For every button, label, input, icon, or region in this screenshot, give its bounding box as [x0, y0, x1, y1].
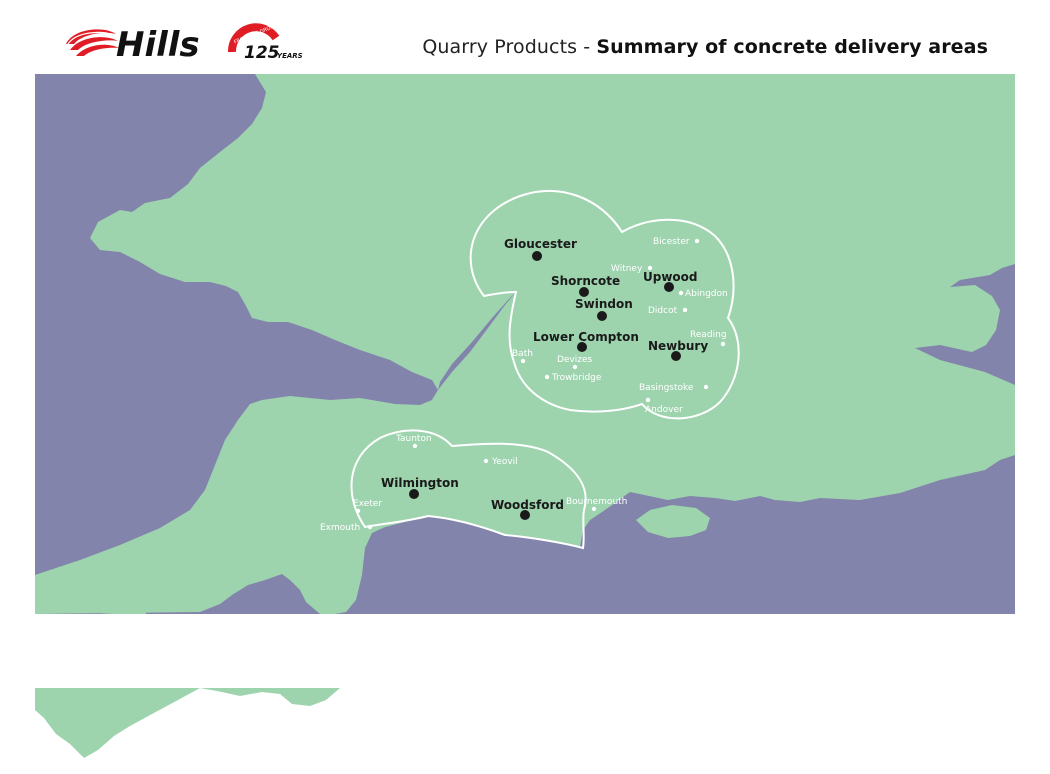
town-bicester: Bicester	[653, 237, 700, 247]
town-label: Andover	[645, 405, 683, 415]
125-years-badge: FROM THE GROUND UP 125 YEARS	[227, 22, 303, 63]
depot-shorncote: Shorncote	[551, 274, 620, 297]
town-label: Bicester	[653, 237, 690, 247]
depot-dot	[532, 251, 542, 261]
depot-wilmington: Wilmington	[381, 476, 459, 499]
depot-label: Lower Compton	[533, 330, 639, 344]
town-dot	[572, 364, 578, 370]
town-dot	[544, 374, 550, 380]
depot-label: Upwood	[643, 270, 698, 284]
town-dot	[720, 341, 726, 347]
depot-dot	[579, 287, 589, 297]
town-dot	[703, 384, 709, 390]
brand-wordmark: Hills	[116, 25, 200, 64]
town-reading: Reading	[690, 330, 727, 347]
town-witney: Witney	[611, 264, 653, 274]
land-devon-overflow	[200, 688, 340, 706]
depot-dot	[520, 510, 530, 520]
town-dot	[367, 524, 373, 530]
town-label: Taunton	[395, 434, 432, 444]
title-regular: Quarry Products -	[422, 36, 597, 58]
town-label: Yeovil	[491, 457, 518, 467]
depot-label: Swindon	[575, 297, 633, 311]
town-dot	[694, 238, 700, 244]
depot-woodsford: Woodsford	[491, 498, 564, 520]
town-label: Abingdon	[685, 289, 728, 299]
town-andover: Andover	[645, 397, 683, 415]
town-didcot: Didcot	[648, 306, 688, 316]
town-dot	[647, 265, 653, 271]
depot-label: Woodsford	[491, 498, 564, 512]
hills-logo: Hills FROM THE GROUND UP 125 YEARS	[66, 22, 303, 64]
town-label: Exmouth	[320, 523, 360, 533]
delivery-area-map: Gloucester Shorncote Swindon Upwood Lowe…	[35, 74, 1015, 614]
map-overflow-area	[0, 614, 1050, 758]
town-devizes: Devizes	[557, 355, 593, 370]
land-england-estuary	[438, 292, 516, 390]
town-basingstoke: Basingstoke	[639, 383, 709, 393]
land-cornwall	[100, 612, 147, 614]
swoosh-icon	[66, 29, 119, 56]
town-label: Devizes	[557, 355, 593, 365]
town-dot	[645, 397, 651, 403]
town-label: Reading	[690, 330, 727, 340]
depot-label: Gloucester	[504, 237, 577, 251]
depot-dot	[409, 489, 419, 499]
town-abingdon: Abingdon	[678, 289, 728, 299]
land-england	[35, 74, 1015, 614]
town-label: Witney	[611, 264, 643, 274]
depot-lower-compton: Lower Compton	[533, 330, 639, 352]
town-dot	[412, 443, 418, 449]
town-bournemouth: Bournemouth	[566, 497, 627, 512]
town-bath: Bath	[512, 349, 533, 364]
town-dot	[520, 358, 526, 364]
map-canvas: Gloucester Shorncote Swindon Upwood Lowe…	[35, 74, 1015, 614]
depot-swindon: Swindon	[575, 297, 633, 321]
badge-number: 125	[244, 43, 280, 63]
town-taunton: Taunton	[395, 434, 432, 449]
depot-dot	[664, 282, 674, 292]
town-exmouth: Exmouth	[320, 523, 373, 533]
depot-gloucester: Gloucester	[504, 237, 577, 261]
depot-dot	[597, 311, 607, 321]
page-header: Hills FROM THE GROUND UP 125 YEARS Quarr…	[0, 0, 1050, 74]
town-label: Basingstoke	[639, 383, 694, 393]
depot-label: Wilmington	[381, 476, 459, 490]
town-trowbridge: Trowbridge	[544, 373, 602, 383]
town-dot	[355, 508, 361, 514]
badge-unit: YEARS	[277, 52, 303, 60]
land-isle-of-wight	[636, 505, 710, 538]
town-label: Trowbridge	[551, 373, 602, 383]
town-dot	[682, 307, 688, 313]
depot-dot	[671, 351, 681, 361]
delivery-zone-north	[469, 189, 740, 420]
depot-newbury: Newbury	[648, 339, 708, 361]
depot-label: Newbury	[648, 339, 708, 353]
depot-dot	[577, 342, 587, 352]
town-yeovil: Yeovil	[483, 457, 518, 467]
town-label: Didcot	[648, 306, 678, 316]
delivery-zone-south	[350, 429, 587, 550]
town-dot	[678, 290, 684, 296]
map-overflow-canvas	[35, 688, 340, 758]
land-cornwall-overflow	[35, 688, 200, 758]
depot-upwood: Upwood	[643, 270, 698, 292]
town-exeter: Exeter	[353, 499, 382, 514]
town-dot	[483, 458, 489, 464]
depot-label: Shorncote	[551, 274, 620, 288]
town-dot	[591, 506, 597, 512]
title-bold: Summary of concrete delivery areas	[596, 36, 988, 58]
town-label: Bournemouth	[566, 497, 627, 507]
page-title: Quarry Products - Summary of concrete de…	[422, 36, 988, 58]
town-label: Bath	[512, 349, 533, 359]
town-label: Exeter	[353, 499, 382, 509]
